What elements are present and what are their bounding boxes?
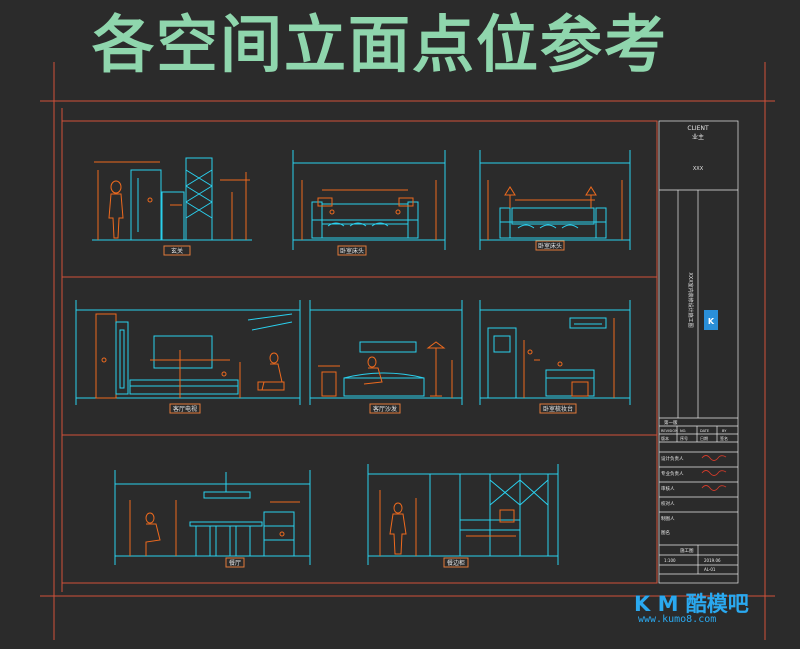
logo-text: K [708,317,715,326]
by-label: BY [722,429,727,433]
first-edition: 第一版 [664,419,678,426]
watermark-logo: K M 酷模吧 [634,592,749,616]
panel-labels [163,240,577,568]
role-4: 校对人 [661,500,675,507]
revision-label: REVISION [661,429,678,433]
chk-value: AL-01 [704,567,716,572]
panel-label-text: 玄关 卧室床头 卧室床头 客厅电视 客厅沙发 卧室梳妆台 餐厅 餐边柜 [171,242,573,567]
title-block-text: CLIENT 业主 XXX XXX室内装修设计施工图 K 第一版 REVISIO… [661,125,728,572]
title-block [658,120,739,584]
date-zh-label: 日期 [700,435,708,441]
stage-label: 施工图 [680,547,694,554]
panel-label: 卧室床头 [538,242,562,250]
client-label-en: CLIENT [687,125,709,132]
client-label-zh: 业主 [692,133,704,141]
scale-value: 1:100 [664,558,676,563]
watermark-url: www.kumo8.com [638,614,717,625]
role-1: 设计负责人 [661,455,684,462]
panel-label: 餐边柜 [447,559,465,567]
panel-label: 玄关 [171,247,183,255]
role-2: 专业负责人 [661,470,684,477]
seq-label: 序号 [680,435,688,441]
logo-badge [704,310,718,330]
signatures [701,455,727,491]
role-3: 审核人 [661,485,675,492]
panel-label: 卧室梳妆台 [543,405,573,413]
sign-label: 签名 [720,435,728,441]
elevation-living-tv [75,300,301,405]
elevation-bedroom-headboard-2 [479,150,631,250]
no-label: NO. [680,429,686,433]
date-label: DATE [700,429,709,433]
project-name: XXX室内装修设计施工图 [687,272,694,327]
elevation-living-sofa [309,300,463,405]
elevation-bedroom-headboard-1 [292,150,446,250]
client-value: XXX [693,166,704,172]
version-label: 版本 [661,435,669,441]
drawing-title-label: 图名 [661,529,670,536]
panel-label: 餐厅 [229,559,241,567]
elevation-dining [114,470,311,565]
role-5: 制图人 [661,515,675,522]
date-value: 2019.06 [704,558,721,563]
drawing-frame [61,120,658,584]
panel-label: 客厅沙发 [373,405,397,413]
guide-lines [40,62,775,640]
elevation-entrance [92,157,252,241]
panel-label: 客厅电视 [173,405,197,413]
elevation-sideboard [367,464,559,565]
watermark: K M 酷模吧 www.kumo8.com [634,588,784,628]
page-title: 各空间立面点位参考 [92,8,669,81]
panel-label: 卧室床头 [340,247,364,255]
elevation-bedroom-vanity [479,300,631,405]
